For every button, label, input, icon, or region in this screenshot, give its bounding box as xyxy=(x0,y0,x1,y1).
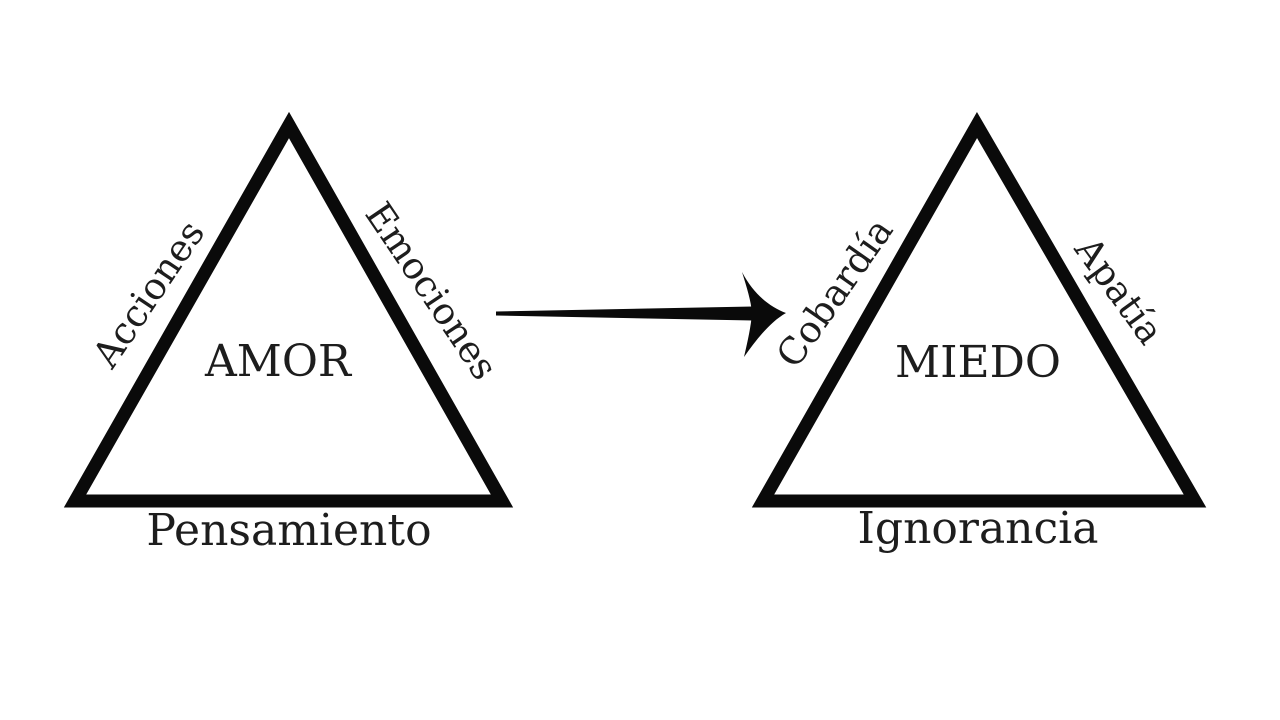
right-triangle-bottom-label: Ignorancia xyxy=(858,503,1099,554)
arrow-head xyxy=(742,272,786,357)
left-triangle-group: AMOR Acciones Emociones Pensamiento xyxy=(63,111,514,556)
left-triangle-bottom-label: Pensamiento xyxy=(146,505,431,556)
left-triangle-center-label: AMOR xyxy=(204,336,353,387)
right-triangle-outline xyxy=(751,111,1207,508)
left-triangle-outline xyxy=(63,111,514,508)
right-arrow-icon xyxy=(496,272,786,357)
right-triangle-center-label: MIEDO xyxy=(895,337,1061,388)
right-triangle-group: MIEDO Cobardía Apatía Ignorancia xyxy=(751,111,1207,554)
arrow-shaft xyxy=(496,306,753,321)
